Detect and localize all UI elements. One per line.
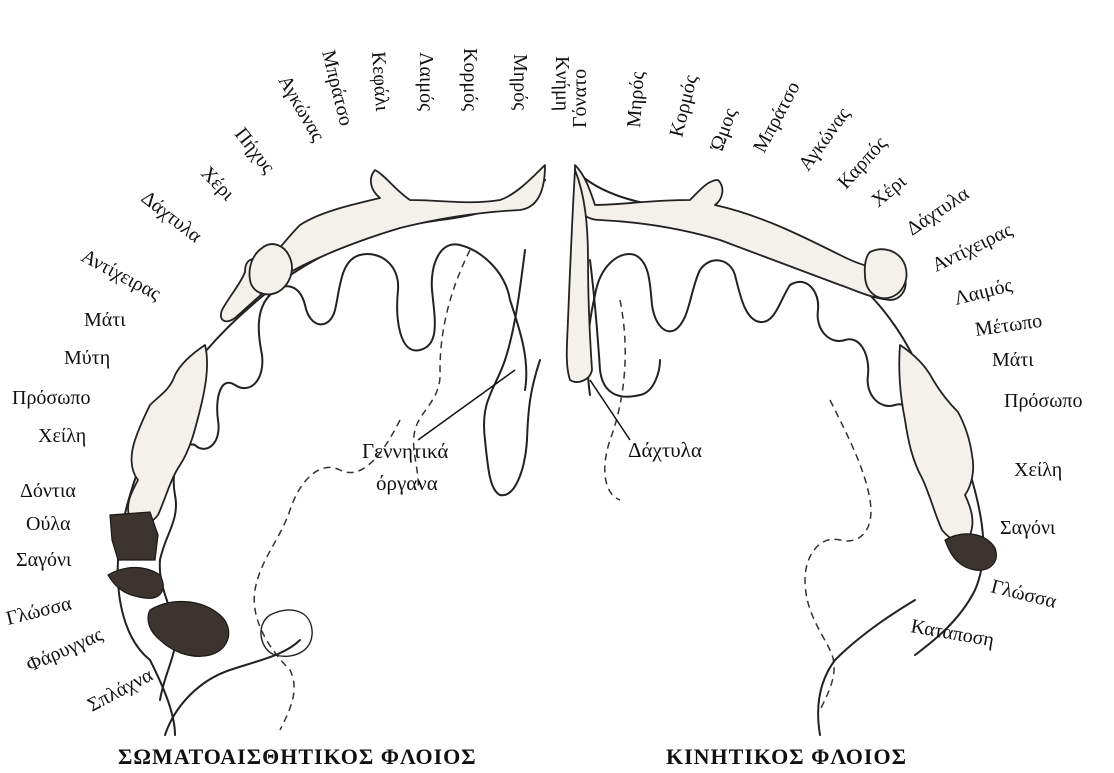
label-laimos: Λαιμός [415,52,437,111]
label-gonato: Γόνατο [569,69,591,128]
label-metopo: Μέτωπο [974,310,1044,341]
label-antixeiras-motor: Αντίχειρας [929,219,1016,277]
motor-title: ΚΙΝΗΤΙΚΟΣ ΦΛΟΙΟΣ [666,744,907,769]
label-splachna: Σπλάχνα [84,664,157,717]
label-laimos-motor: Λαιμός [952,274,1015,310]
genital-pointer-line [418,370,515,440]
somatosensory-cortex-drawing [108,165,545,735]
somatosensory-tongue [108,568,163,599]
label-prosopo: Πρόσωπο [12,387,90,409]
label-daxtyla-toes: Δάχτυλα [628,438,702,462]
label-antixeiras: Αντίχειρας [78,245,165,305]
label-mati-motor: Μάτι [992,349,1034,371]
label-oula: Ούλα [26,513,71,535]
label-kormos-motor: Κορμός [666,73,703,140]
label-daxtyla-motor: Δάχτυλα [902,182,973,240]
toes-pointer-line [590,380,630,440]
label-glossa: Γλώσσα [4,592,74,630]
label-mati: Μάτι [84,309,126,331]
label-glossa-motor: Γλώσσα [989,576,1059,614]
label-kefali: Κεφάλι [367,51,393,113]
label-xeili-motor: Χείλη [1014,459,1062,481]
label-miros: Μηρός [509,54,531,110]
label-myti: Μύτη [64,347,110,369]
motor-hand [865,249,907,298]
label-agkonas: Αγκώνας [274,72,329,146]
label-miros-motor: Μηρός [623,71,649,129]
somatosensory-face [128,345,207,525]
label-mpratso: Μπράτσο [317,48,357,128]
label-omos: Ώμος [706,105,742,154]
label-gennitika: Γεννητικά [362,439,448,463]
somatosensory-jaw [110,512,158,560]
label-kormos: Κορμός [459,48,481,111]
motor-labels: Γόνατο Μηρός Κορμός Ώμος Μπράτσο Αγκώνας… [569,69,1082,652]
label-organa: όργανα [376,471,438,495]
label-xeri: Χέρι [196,162,239,205]
label-mpratso-motor: Μπράτσο [749,78,805,156]
somatosensory-body-figure [221,165,545,321]
label-daxtyla: Δάχτυλα [137,187,206,248]
somatosensory-labels: Σπλάχνα Φάρυγγας Γλώσσα Σαγόνι Ούλα Δόντ… [4,48,573,717]
motor-white-matter [605,300,871,710]
label-xeri-motor: Χέρι [867,170,911,212]
label-dontia: Δόντια [20,480,76,502]
label-xeili: Χείλη [38,425,86,447]
label-farygas: Φάρυγγας [23,623,106,676]
label-pixys: Πήχυς [230,124,279,178]
label-prosopo-motor: Πρόσωπο [1004,390,1082,412]
label-sagoni: Σαγόνι [16,549,72,571]
somatosensory-hand [250,244,292,294]
somatosensory-title: ΣΩΜΑΤΟΑΙΣΘΗΤΙΚΟΣ ΦΛΟΙΟΣ [118,744,477,769]
motor-tongue [945,534,996,570]
motor-face [899,345,973,540]
label-kataposi: Κατάποση [909,615,996,651]
motor-bottom-curve [818,600,915,735]
label-sagoni-motor: Σαγόνι [1000,517,1056,539]
somatosensory-pharynx [148,602,229,657]
